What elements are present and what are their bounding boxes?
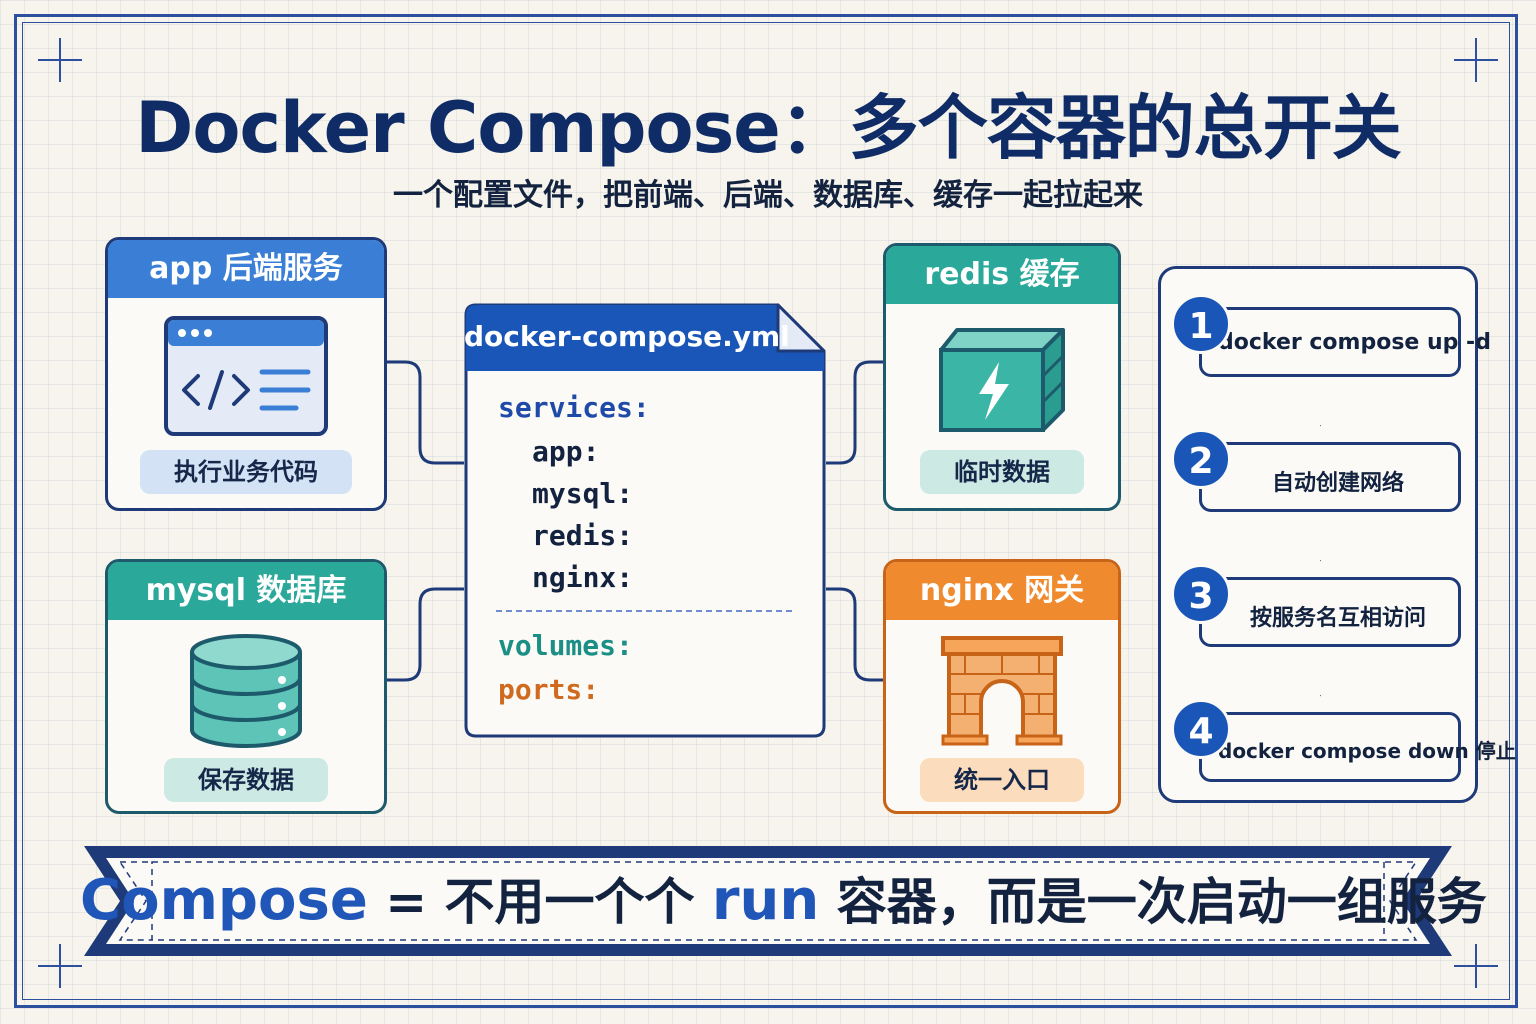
redis-service-card: redis 缓存 临时数据 xyxy=(883,243,1121,511)
gateway-arch-icon xyxy=(941,636,1063,746)
ports-key: ports: xyxy=(498,673,600,706)
connector-nginx xyxy=(826,587,883,682)
card-title: redis 缓存 xyxy=(886,246,1118,304)
step-2-box: 自动创建网络 xyxy=(1199,442,1461,512)
file-shape xyxy=(464,303,826,738)
service-app-key: app: xyxy=(532,435,600,468)
connector-redis xyxy=(826,360,883,465)
volumes-key: volumes: xyxy=(498,629,633,662)
corner-crosshair-icon xyxy=(1454,944,1498,988)
code-divider xyxy=(496,610,792,612)
card-tag: 保存数据 xyxy=(164,758,328,802)
banner-highlight-compose: Compose xyxy=(80,868,368,933)
arrow-down-icon xyxy=(1320,425,1321,427)
file-name: docker-compose.yml xyxy=(464,320,790,353)
code-window-icon xyxy=(164,316,328,436)
step-3-number: 3 xyxy=(1171,564,1231,624)
step-1-box: docker compose up -d xyxy=(1199,307,1491,377)
corner-crosshair-icon xyxy=(38,38,82,82)
banner-text: Compose = 不用一个个 run 容器，而是一次启动一组服务 xyxy=(80,842,1487,960)
card-tag: 统一入口 xyxy=(920,758,1084,802)
connector-app xyxy=(387,360,464,465)
service-redis-key: redis: xyxy=(532,519,634,552)
steps-panel: docker compose up -d 1 自动创建网络 2 按服务名互相访问… xyxy=(1158,266,1516,803)
card-tag: 临时数据 xyxy=(920,450,1084,494)
step-3-box: 按服务名互相访问 xyxy=(1199,577,1461,647)
nginx-service-card: nginx 网关 统一入口 xyxy=(883,559,1121,814)
service-mysql-key: mysql: xyxy=(532,477,634,510)
step-3-text: 按服务名互相访问 xyxy=(1249,606,1426,631)
step-2-number: 2 xyxy=(1171,429,1231,489)
page-title: Docker Compose：多个容器的总开关 xyxy=(135,87,1401,169)
step-1-number: 1 xyxy=(1171,294,1231,354)
step-1-text: docker compose up -d xyxy=(1218,330,1491,355)
step-4-number: 4 xyxy=(1171,699,1231,759)
step-4-box: docker compose down 停止 xyxy=(1199,712,1516,782)
arrow-down-icon xyxy=(1320,560,1321,562)
cache-cube-icon xyxy=(939,328,1065,432)
outer-frame xyxy=(14,14,1518,1008)
step-4-text: docker compose down 停止 xyxy=(1218,739,1516,763)
compose-file: docker-compose.yml services: app: mysql:… xyxy=(464,303,826,738)
banner-text-part-2: 容器，而是一次启动一组服务 xyxy=(819,873,1487,931)
mysql-service-card: mysql 数据库 保存数据 xyxy=(105,559,387,814)
inner-frame xyxy=(22,22,1510,1000)
database-icon xyxy=(190,634,302,748)
connector-mysql xyxy=(387,587,464,682)
app-service-card: app 后端服务 执行业务代码 xyxy=(105,237,387,511)
service-nginx-key: nginx: xyxy=(532,561,634,594)
card-title: app 后端服务 xyxy=(108,240,384,298)
corner-crosshair-icon xyxy=(38,944,82,988)
arrow-down-icon xyxy=(1320,695,1321,697)
banner-text-part-1: = 不用一个个 xyxy=(367,873,712,931)
summary-banner: Compose = 不用一个个 run 容器，而是一次启动一组服务 xyxy=(80,842,1487,960)
corner-crosshair-icon xyxy=(1454,38,1498,82)
card-title: nginx 网关 xyxy=(886,562,1118,620)
step-2-text: 自动创建网络 xyxy=(1271,471,1404,496)
services-key: services: xyxy=(498,391,650,424)
banner-ribbon xyxy=(84,846,1452,956)
card-title: mysql 数据库 xyxy=(108,562,384,620)
card-tag: 执行业务代码 xyxy=(140,450,352,494)
banner-highlight-run: run xyxy=(711,868,820,933)
page-subtitle: 一个配置文件，把前端、后端、数据库、缓存一起拉起来 xyxy=(393,178,1143,213)
